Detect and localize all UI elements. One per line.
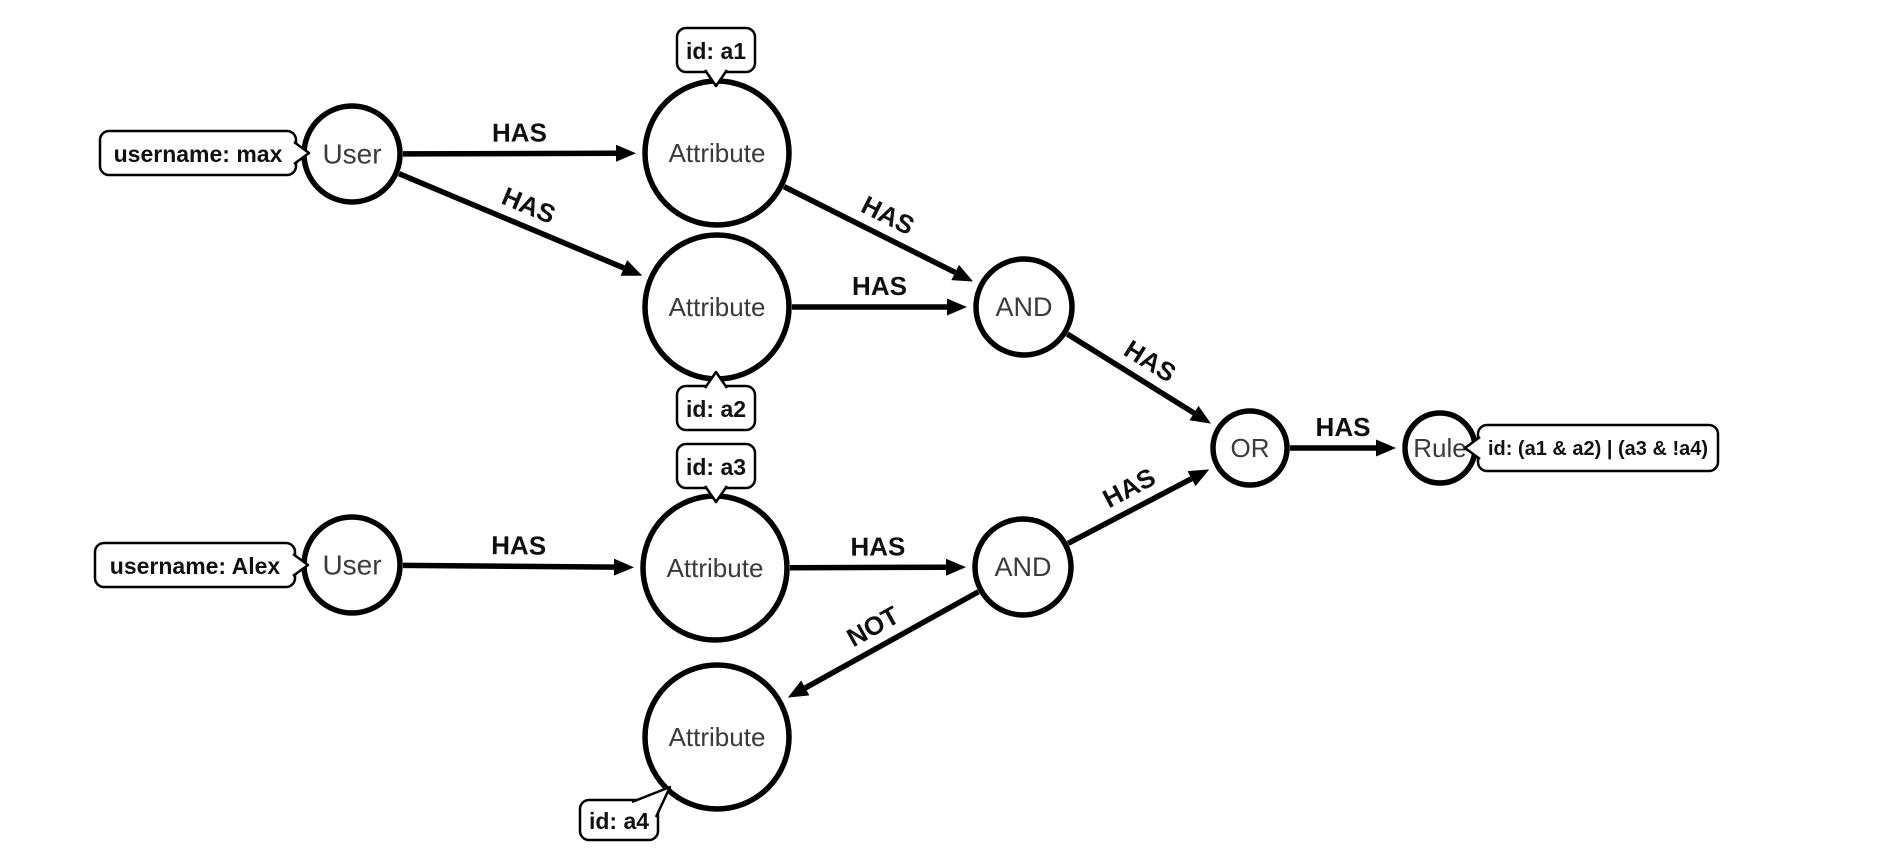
callout-id-rule: id: (a1 & a2) | (a3 & !a4) <box>1463 423 1720 473</box>
callout-id-a4: id: a4 <box>578 785 672 842</box>
node-attr-a3: Attribute <box>640 493 790 643</box>
callout-text: id: a3 <box>686 454 746 480</box>
callout-text: username: Alex <box>110 553 281 579</box>
callout-pointer-icon <box>703 69 729 88</box>
edge-line <box>402 150 617 157</box>
callout-pointer-icon <box>293 140 311 166</box>
callout-id-a3: id: a3 <box>675 442 757 504</box>
node-circle <box>972 516 1074 618</box>
arrowhead-icon <box>1189 405 1211 424</box>
callout-username-max: username: max <box>98 129 311 177</box>
node-circle <box>973 256 1075 358</box>
node-user-max: User <box>301 103 403 205</box>
node-label: AND <box>995 292 1052 322</box>
node-label: Attribute <box>669 138 766 168</box>
node-label: OR <box>1231 433 1270 463</box>
node-label: Attribute <box>669 722 766 752</box>
node-and-2: AND <box>972 516 1074 618</box>
arrowhead-icon <box>945 558 967 576</box>
callout-id-a1: id: a1 <box>675 26 757 88</box>
node-attr-a1: Attribute <box>642 78 792 228</box>
node-rule-1: Rule <box>1402 410 1478 486</box>
edge-label: HAS <box>491 530 546 560</box>
callout-pointer-icon <box>703 370 729 389</box>
edge-line <box>402 562 615 570</box>
node-label: User <box>322 139 381 170</box>
arrowhead-icon <box>620 260 643 276</box>
edge-or-1-rule-1: HAS <box>1290 412 1396 457</box>
edge-label: HAS <box>852 271 907 301</box>
callout-id-a2: id: a2 <box>675 370 757 432</box>
edge-label: HAS <box>850 531 905 561</box>
edge-line <box>803 589 980 691</box>
edge-user-max-attr-a1: HAS <box>402 117 637 162</box>
callout-text: id: a4 <box>589 808 649 834</box>
node-and-1: AND <box>973 256 1075 358</box>
edge-attr-a2-and-1: HAS <box>792 271 967 316</box>
callout-pointer-icon <box>292 552 310 578</box>
arrowhead-icon <box>615 144 637 162</box>
node-label: AND <box>994 552 1051 582</box>
arrowhead-icon <box>1376 439 1396 457</box>
node-circle <box>1210 408 1290 488</box>
callout-box <box>578 798 660 842</box>
callout-username-alex: username: Alex <box>93 541 310 589</box>
callout-text: username: max <box>114 141 283 167</box>
callout-text: id: a2 <box>686 396 746 422</box>
node-circle <box>642 662 792 812</box>
edge-line <box>1066 476 1193 546</box>
node-label: Rule <box>1413 433 1466 463</box>
callout-pointer-icon <box>631 785 672 818</box>
edge-attr-a3-and-2: HAS <box>789 531 967 576</box>
edge-line <box>1065 331 1196 416</box>
edge-label: HAS <box>1316 412 1371 442</box>
arrowhead-icon <box>613 558 635 576</box>
node-or-1: OR <box>1210 408 1290 488</box>
node-attr-a4: Attribute <box>642 662 792 812</box>
arrowhead-icon <box>1187 469 1210 487</box>
edge-line <box>397 171 625 271</box>
node-user-alex: User <box>301 514 403 616</box>
callout-text: id: (a1 & a2) | (a3 & !a4) <box>1488 438 1708 460</box>
node-attr-a2: Attribute <box>642 232 792 382</box>
arrowhead-icon <box>947 298 967 316</box>
node-label: Attribute <box>667 553 764 583</box>
node-label: Attribute <box>669 292 766 322</box>
arrowhead-icon <box>951 264 974 282</box>
callout-pointer-icon <box>703 485 729 504</box>
callout-text: id: a1 <box>686 38 746 64</box>
edge-user-alex-attr-a3: HAS <box>402 530 635 576</box>
callout-pointer-icon <box>1463 435 1481 461</box>
arrowhead-icon <box>787 680 810 698</box>
node-label: User <box>322 550 381 581</box>
edge-line <box>789 564 947 571</box>
edge-line <box>782 184 957 275</box>
edge-label: HAS <box>492 117 547 147</box>
